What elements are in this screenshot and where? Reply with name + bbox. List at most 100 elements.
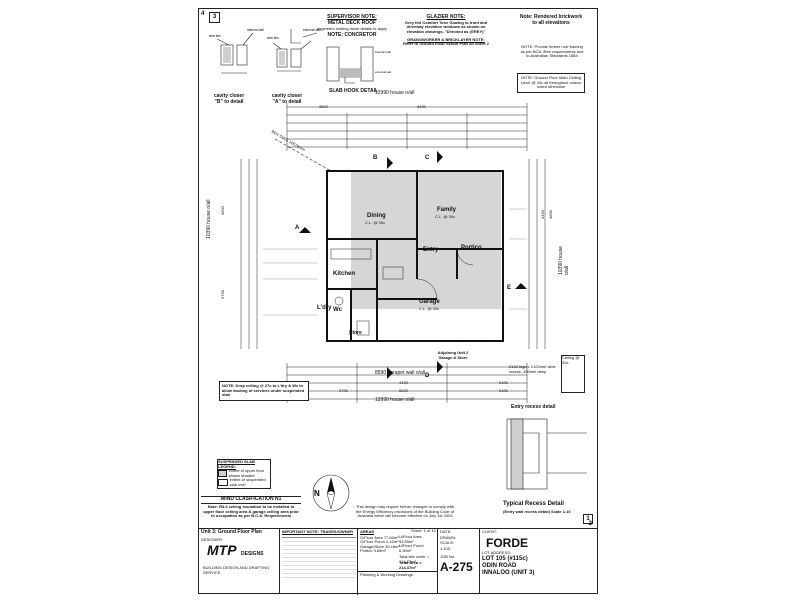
client-label: CLIENT: — [482, 529, 497, 534]
areas-title: AREAS — [360, 529, 375, 534]
svg-text:internal wall: internal wall — [247, 28, 264, 32]
room-family: Family — [437, 207, 457, 213]
top-overall-dimension: 12990 house o/all — [375, 90, 415, 96]
right-dimension-4190: 4190 — [540, 210, 545, 219]
scale-value: 1:100 — [440, 545, 451, 551]
area-value-2: 4.42m² — [386, 539, 399, 545]
legend-swatch-slab — [218, 479, 228, 487]
ceiling-level-note: NOTE: Ground Floor Main Ceiling Level @ … — [517, 73, 585, 93]
svg-text:wire ties: wire ties — [209, 34, 221, 38]
area-label-3: Garage/Store — [360, 543, 385, 549]
sheet-number-badge-right: 2 — [588, 521, 592, 527]
areas-table-upper: U/Floor Area 93.90m² U/Floor Porch 6.30m… — [399, 534, 437, 553]
drawing-sheet: 4 3 1 2 wire ties internal wall wire tie… — [198, 8, 598, 595]
area-label-4: Portico — [360, 548, 373, 554]
bottom-dimension-lines — [286, 363, 528, 403]
left-overall-dimension: 10390 house o/all — [206, 199, 212, 239]
job-number: A-275 — [440, 559, 473, 574]
top-dimension-9490: 9490 — [417, 104, 426, 109]
area-row-3: Garage/Store 39.18m² — [360, 543, 438, 550]
grano-note-text: Refer to Ground Floor Setout Plan on she… — [403, 41, 489, 47]
area-label-2: G/Floor Porch — [360, 539, 385, 545]
bottom-dim-5200: 5200 — [399, 388, 408, 393]
room-dining-ceiling: C.L. @ 30c — [365, 220, 386, 225]
room-wc: Wc — [333, 307, 342, 313]
area-row-1: G/Floor Area 77.60m² — [360, 534, 438, 541]
floor-plan — [240, 103, 546, 403]
right-dimension-4600: 4600 — [548, 210, 553, 219]
room-laundry: L'dry — [317, 305, 332, 311]
svg-text:N: N — [314, 489, 320, 498]
room-kitchen: Kitchen — [333, 271, 356, 277]
lot-address-label: LOT ADDRESS: — [482, 549, 512, 555]
top-dimension-lines — [286, 103, 528, 151]
company-logo-mark: MTP — [207, 542, 237, 558]
area-value-5: 93.90m² — [399, 538, 414, 544]
supervisor-note-line2: engineers holding down details to apply — [316, 25, 388, 31]
job-label: JOB No: — [440, 554, 456, 560]
total-site-cover: Total site cover = 124.87m² — [399, 554, 430, 564]
adjoining-unit-label: Adjoining Unit 2 Garage & Store — [437, 350, 469, 360]
room-store: Store — [349, 330, 362, 336]
important-note-box: IMPORTANT NOTE: TRADES/OWNER — [279, 529, 358, 594]
slab-hook-title: SLAB HOOK DETAIL — [329, 88, 379, 94]
corner-mark-right: 1 — [583, 514, 593, 524]
client-name: FORDE — [486, 535, 528, 550]
room-garage-ceiling: C.L. @ 30c — [419, 306, 440, 311]
areas-table: AREAS G/Floor Area 77.60m² G/Floor Porch… — [357, 529, 438, 571]
room-dining: Dining — [367, 213, 386, 219]
rendered-brickwork-note: Note: Rendered brickwork to all elevatio… — [509, 14, 593, 27]
cavity-closer-b-label: cavity closer "B" to detail — [213, 93, 245, 105]
bottom-dim-2400-a: 2400 — [499, 380, 508, 385]
right-overall-dimension: 10390 house o/all — [558, 246, 570, 275]
glazier-note-title: GLAZIER NOTE: — [426, 14, 466, 20]
important-note-lines — [282, 536, 356, 578]
wind-classification-title: WIND CLASIFICATION N1 — [201, 496, 301, 504]
room-family-ceiling: C.L. @ 30c — [435, 214, 456, 219]
amendments-box: Planning & Working Drawings — [357, 571, 438, 595]
room-garage: Garage — [419, 299, 440, 305]
concretor-note: NOTE: CONCRETOR — [327, 32, 377, 39]
area-value-6: 6.30m² — [399, 547, 412, 553]
typical-recess-detail — [506, 418, 587, 490]
corner-mark-top-left: 4 — [201, 11, 205, 17]
north-arrow-icon: N — [312, 474, 350, 512]
wind-classification-note: Note: R3.0 ceiling insulation to be inst… — [203, 504, 299, 519]
bottom-dim-2400-b: 2400 — [499, 388, 508, 393]
section-d-label: D — [425, 373, 430, 379]
total-area: Total Area = 214.37m² — [399, 560, 422, 570]
section-e-label: E — [507, 285, 512, 291]
slab-hook-detail: internal wall external wall — [326, 46, 391, 84]
section-markers — [299, 151, 527, 379]
date-label: DATE: — [440, 529, 452, 534]
cavity-closer-a-label: cavity closer "A" to detail — [271, 93, 303, 105]
area-label-1: G/Floor Area — [360, 534, 383, 540]
drawn-label: DRAWN: — [440, 534, 457, 540]
left-dimension-4600: 4600 — [220, 206, 225, 215]
side-dimension-lines — [240, 159, 546, 349]
section-b-label: B — [373, 155, 378, 161]
rendered-note-line1: Note: Rendered brickwork — [519, 14, 583, 20]
typical-recess-scale: (Entry wall recess detail) Scale 1:10 — [503, 509, 571, 514]
roof-framing-note: NOTE: Provide timber roof framing as per… — [520, 44, 584, 59]
area-value-3: 39.18m² — [385, 543, 400, 549]
svg-text:wire ties: wire ties — [267, 36, 279, 40]
road-name: ODIN ROAD — [482, 563, 517, 570]
area-value-4: 3.65m² — [373, 548, 387, 554]
bottom-dim-2700: 2700 — [339, 388, 348, 393]
rendered-note-line2: to all elevations — [532, 19, 570, 26]
supervisor-note-title: SUPERVISOR NOTE: — [327, 14, 377, 20]
legend-swatch-upper — [218, 470, 227, 478]
area-row-6: U/Floor Porch 6.30m² — [399, 543, 437, 553]
area-label-5: U/Floor Area — [399, 534, 422, 539]
legend-slab-label: extent of suspended slab over — [229, 477, 266, 487]
suspended-legend-title: SUSPENDED SLAB LEGEND: — [218, 459, 255, 469]
energy-efficiency-note: This design may require further changes … — [355, 504, 455, 519]
section-c-label: C — [425, 155, 430, 161]
area-row-4: Portico 3.65m² — [360, 549, 438, 554]
supervisor-note: SUPERVISOR NOTE: METAL DECK ROOF enginee… — [307, 14, 397, 39]
svg-text:external wall: external wall — [303, 28, 321, 32]
suburb-name: INNALOO (UNIT 3) — [482, 569, 535, 576]
top-dimension-3500: 3500 — [319, 104, 328, 109]
important-note-title: IMPORTANT NOTE: TRADES/OWNER — [282, 529, 354, 534]
